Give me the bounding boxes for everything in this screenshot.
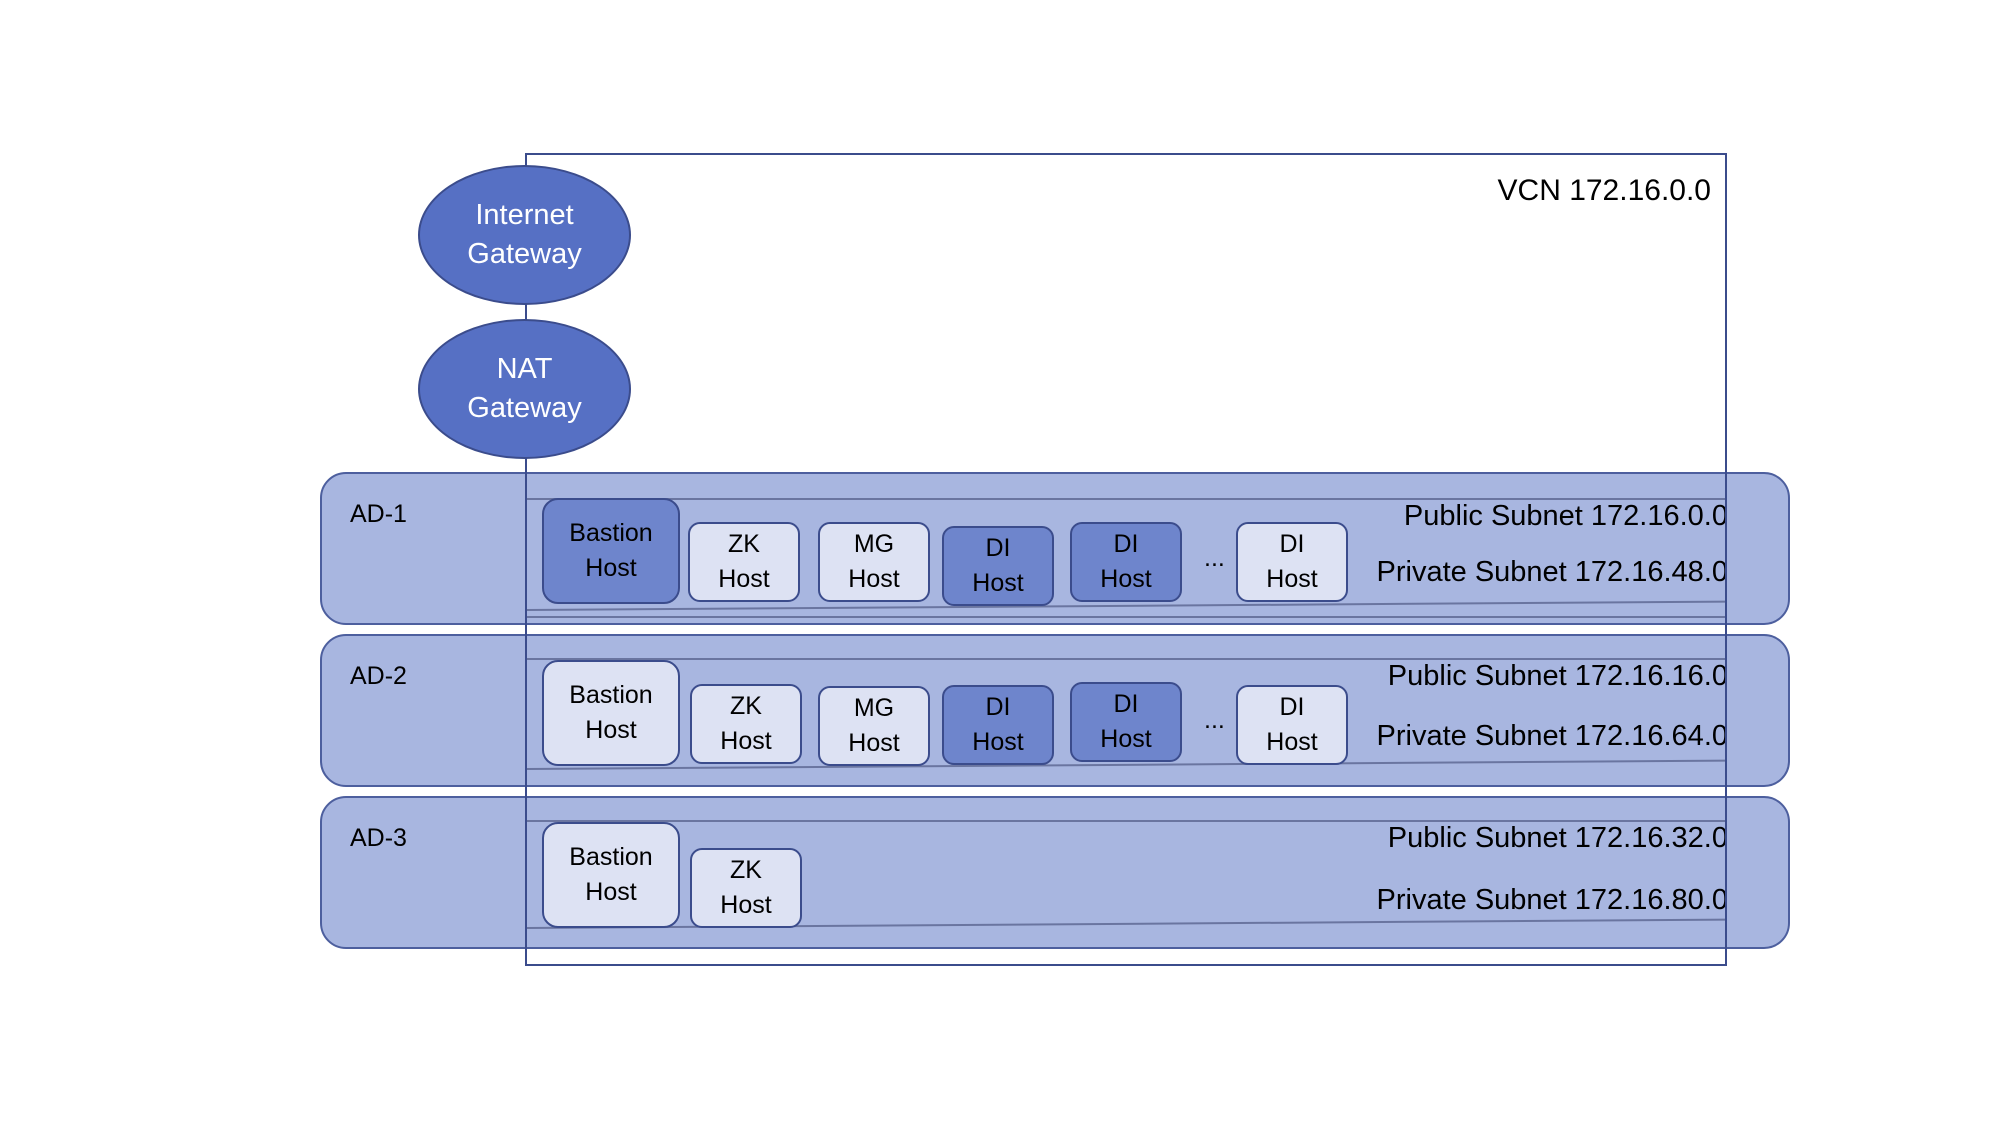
host-line2: Host [585,878,637,906]
host-line2: Host [585,716,637,744]
availability-domain-3: AD-3 Public Subnet 172.16.32.0 Private S… [320,796,1790,949]
nat-gateway: NAT Gateway [418,319,631,459]
host-line2: Host [1100,725,1152,753]
di-host: DI Host [942,526,1054,606]
host-line1: DI [1279,693,1305,721]
more-hosts-ellipsis: ... [1204,544,1225,572]
host-line1: DI [1279,530,1305,558]
host-line1: DI [985,693,1011,721]
public-subnet-line [527,658,1727,660]
private-subnet-label: Private Subnet 172.16.64.0 [1376,720,1728,752]
public-subnet-line [527,820,1727,822]
mg-host: MG Host [818,522,930,602]
di-host: DI Host [1236,685,1348,765]
host-line1: DI [1113,690,1139,718]
host-line1: ZK [730,856,762,884]
private-subnet-line [526,600,1727,611]
private-subnet-label: Private Subnet 172.16.80.0 [1376,884,1728,916]
host-line2: Host [848,729,900,757]
mg-host: MG Host [818,686,930,766]
host-line1: Bastion [569,681,653,709]
public-subnet-label: Public Subnet 172.16.16.0 [1387,660,1728,692]
host-line2: Host [972,728,1024,756]
availability-domain-1: AD-1 Public Subnet 172.16.0.0 Private Su… [320,472,1790,625]
vcn-label: VCN 172.16.0.0 [1497,174,1711,207]
nat-gateway-line2: Gateway [467,392,582,424]
host-line1: MG [853,694,895,722]
host-line1: DI [1113,530,1139,558]
di-host: DI Host [1070,522,1182,602]
host-line1: Bastion [569,843,653,871]
host-line2: Host [1100,565,1152,593]
di-host: DI Host [1070,682,1182,762]
host-line2: Host [720,891,772,919]
host-line1: DI [985,534,1011,562]
internet-gateway-line1: Internet [475,199,574,231]
bastion-host: Bastion Host [542,660,680,766]
host-line2: Host [585,554,637,582]
nat-gateway-line1: NAT [496,353,553,385]
host-line2: Host [848,565,900,593]
bastion-host: Bastion Host [542,498,680,604]
internet-gateway-line2: Gateway [467,238,582,270]
public-subnet-label: Public Subnet 172.16.0.0 [1403,500,1728,532]
host-line2: Host [1266,728,1318,756]
zk-host: ZK Host [690,848,802,928]
availability-domain-2: AD-2 Public Subnet 172.16.16.0 Private S… [320,634,1790,787]
zk-host: ZK Host [690,684,802,764]
host-line2: Host [972,569,1024,597]
ad-label: AD-1 [350,500,407,528]
host-line2: Host [720,727,772,755]
private-subnet-label: Private Subnet 172.16.48.0 [1376,556,1728,588]
ad-label: AD-3 [350,824,407,852]
host-line1: ZK [728,530,760,558]
bastion-host: Bastion Host [542,822,680,928]
di-host: DI Host [942,685,1054,765]
public-subnet-label: Public Subnet 172.16.32.0 [1387,822,1728,854]
host-line1: ZK [730,692,762,720]
host-line1: Bastion [569,519,653,547]
host-line2: Host [1266,565,1318,593]
public-subnet-line [527,498,1727,500]
host-line1: MG [853,530,895,558]
zk-host: ZK Host [688,522,800,602]
host-line2: Host [718,565,770,593]
di-host: DI Host [1236,522,1348,602]
subnet-boundary-line [527,616,1727,618]
ad-label: AD-2 [350,662,407,690]
more-hosts-ellipsis: ... [1204,706,1225,734]
internet-gateway: Internet Gateway [418,165,631,305]
